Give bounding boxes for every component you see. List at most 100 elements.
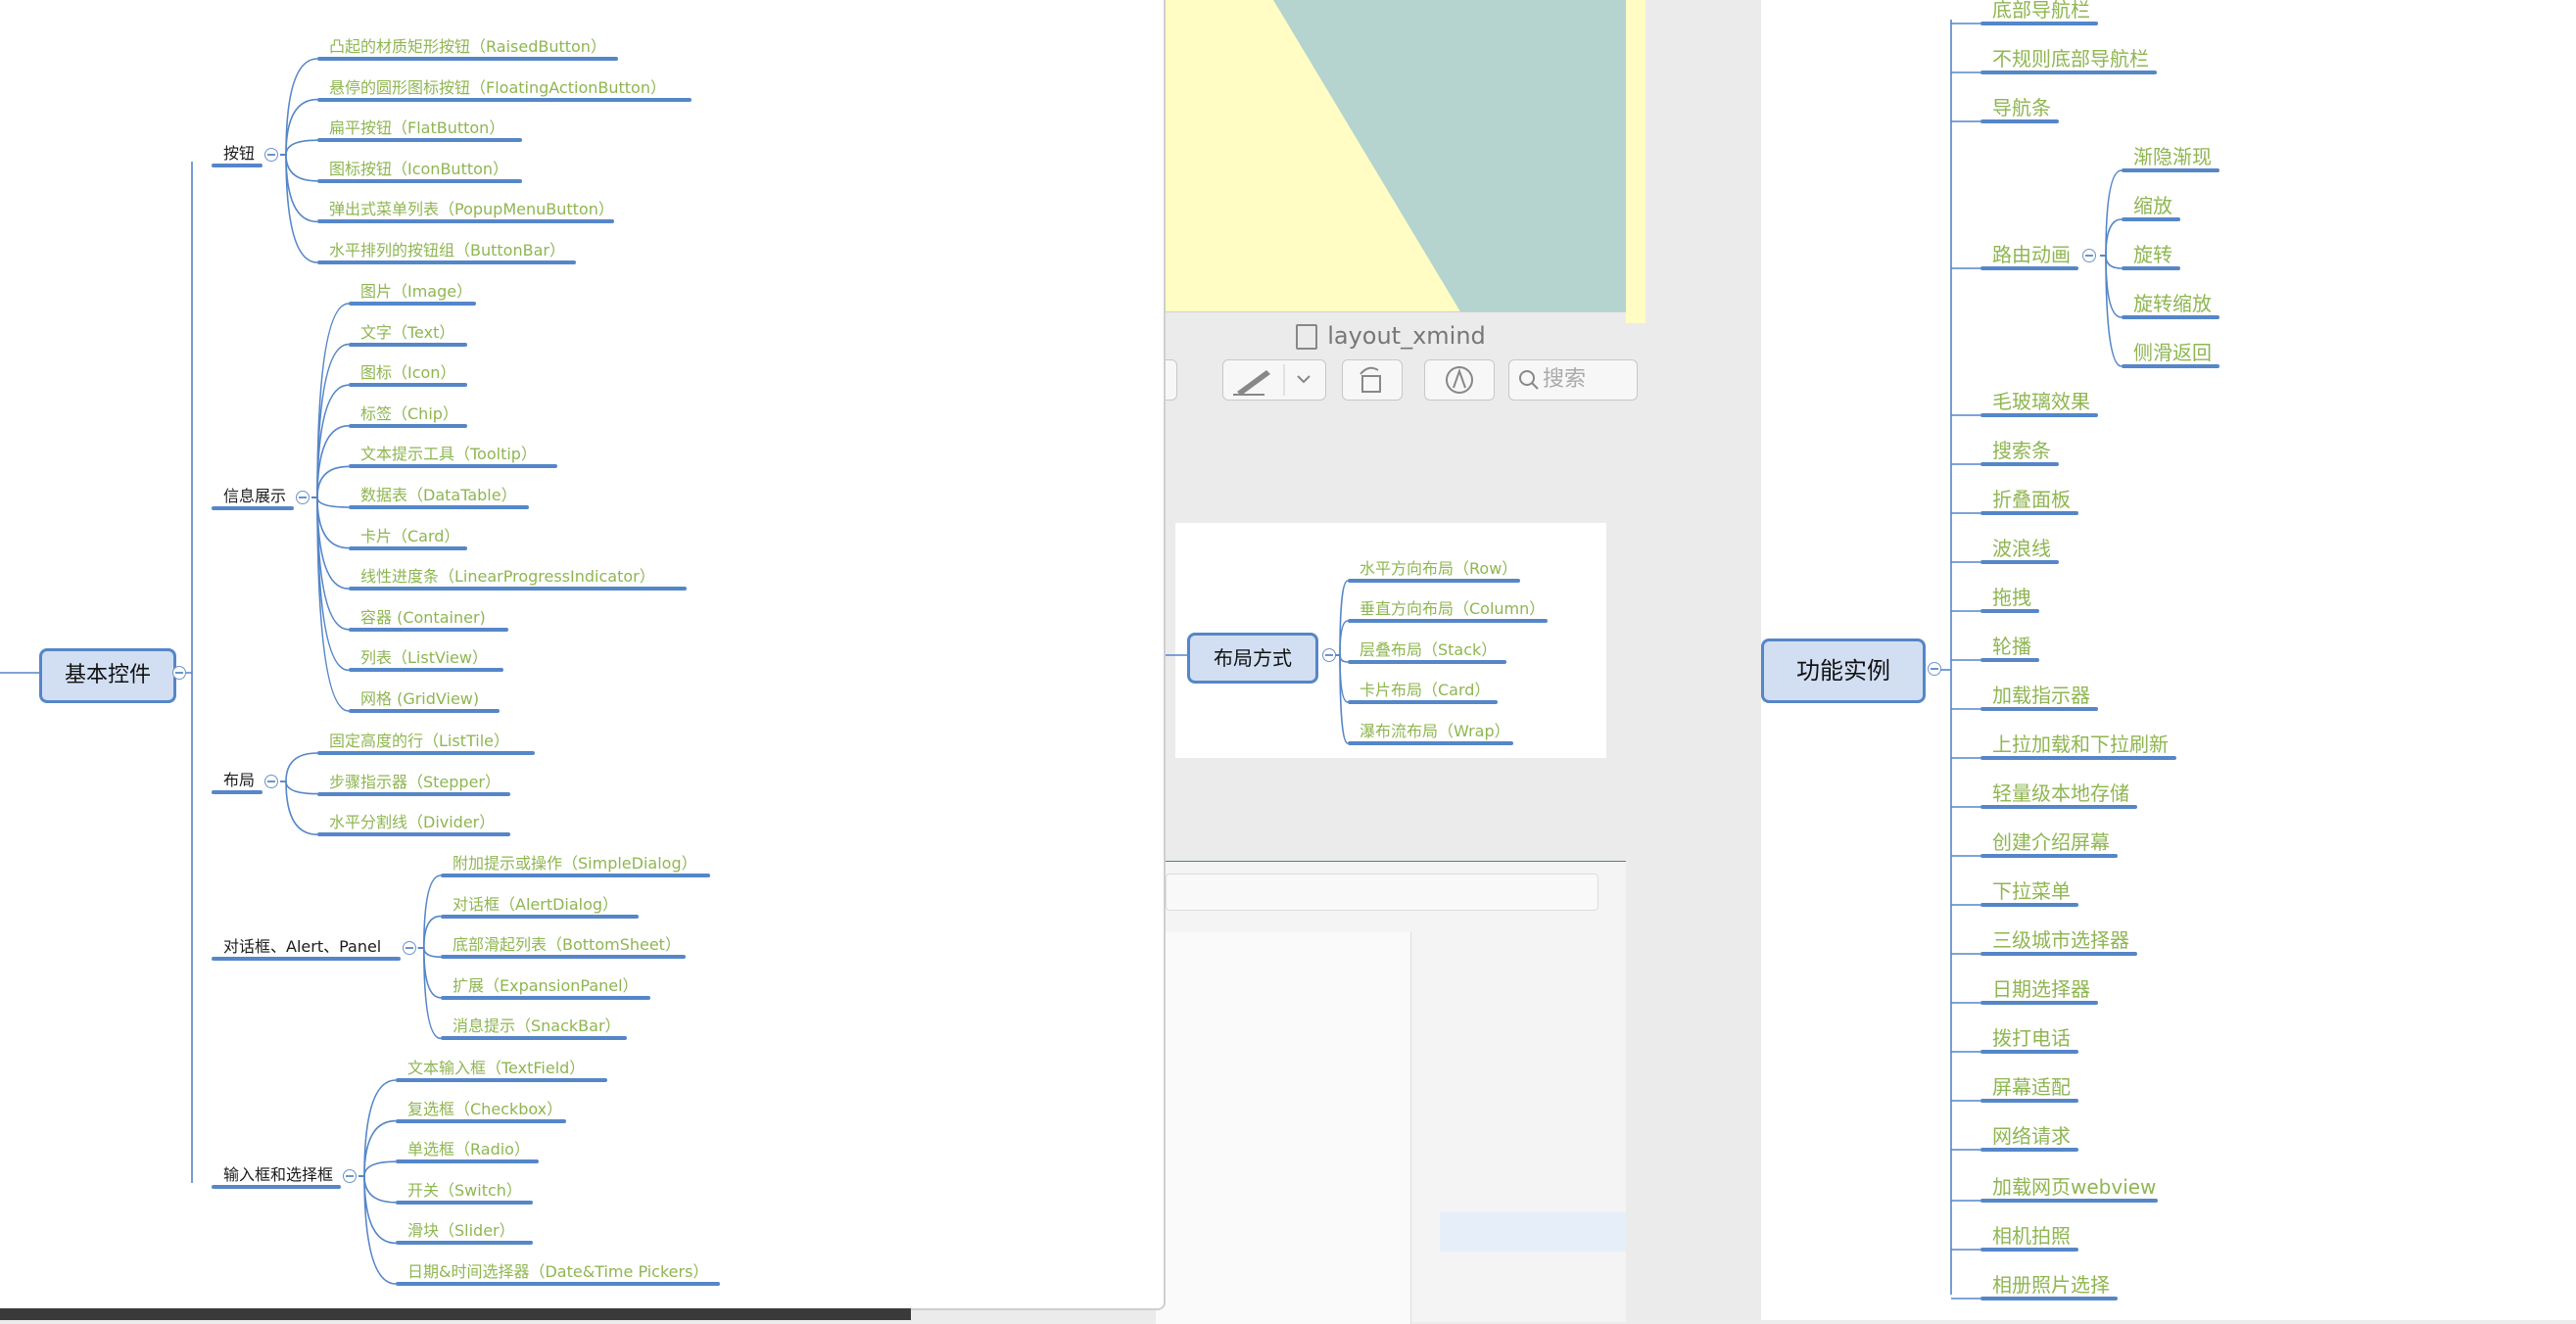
leaf-node[interactable]: 图标（Icon）	[360, 363, 456, 383]
category-node[interactable]: 对话框、Alert、Panel	[223, 937, 382, 956]
node-underline	[1980, 413, 2098, 417]
leaf-node[interactable]: 复选框（Checkbox）	[407, 1099, 563, 1118]
mindmap-window-basic-widgets[interactable]: 基本控件 按钮 凸起的材质矩形按钮（RaisedButton） 悬停的圆形图标按钮（…	[0, 0, 1166, 1310]
leaf-node[interactable]: 列表（ListView）	[360, 648, 488, 668]
leaf-node[interactable]: 线性进度条（LinearProgressIndicator）	[360, 567, 655, 587]
xmind-canvas[interactable]: 布局方式 水平方向布局（Row） 垂直方向布局（Column） 层叠布局（Stack…	[1156, 523, 1606, 758]
leaf-node[interactable]: 数据表（DataTable）	[360, 486, 517, 504]
category-node[interactable]: 输入框和选择框	[223, 1165, 334, 1184]
branch-node-layout[interactable]: 布局方式	[1187, 633, 1318, 684]
leaf-node[interactable]: 文字（Text）	[360, 322, 455, 342]
feature-node[interactable]: 导航条	[1992, 96, 2051, 119]
root-collapse-toggle[interactable]	[1928, 662, 1941, 676]
leaf-node[interactable]: 水平分割线（Divider）	[329, 813, 496, 832]
route-animation-node[interactable]: 渐隐渐现	[2133, 145, 2212, 168]
leaf-node[interactable]: 容器 (Container)	[360, 607, 486, 627]
leaf-node[interactable]: 弹出式菜单列表（PopupMenuButton）	[329, 200, 614, 219]
leaf-node[interactable]: 附加提示或操作（SimpleDialog）	[453, 854, 697, 873]
route-animation-node[interactable]: 旋转	[2133, 243, 2172, 266]
collapse-toggle[interactable]	[2082, 249, 2096, 262]
feature-node[interactable]: 加载指示器	[1992, 684, 2090, 707]
node-underline	[317, 751, 536, 755]
pen-icon	[1233, 364, 1311, 396]
feature-node[interactable]: 拨打电话	[1992, 1026, 2071, 1050]
search-field[interactable]: 搜索	[1508, 359, 1638, 401]
feature-node[interactable]: 上拉加载和下拉刷新	[1992, 733, 2169, 756]
feature-node[interactable]: 相册照片选择	[1992, 1273, 2110, 1297]
feature-node[interactable]: 下拉菜单	[1992, 879, 2071, 903]
connector-curve	[417, 947, 442, 1040]
leaf-node[interactable]: 标签（Chip）	[360, 403, 458, 423]
leaf-node[interactable]: 步骤指示器（Stepper）	[329, 772, 501, 791]
markup-button[interactable]	[1424, 359, 1495, 401]
leaf-node[interactable]: 文本输入框（TextField）	[407, 1059, 586, 1077]
mindmap-window-feature-examples[interactable]: 功能实例 底部导航栏不规则底部导航栏导航条路由动画 渐隐渐现缩放旋转旋转缩放侧滑返…	[1761, 0, 2576, 1320]
category-node[interactable]: 按钮	[223, 144, 256, 163]
leaf-node[interactable]: 消息提示（SnackBar）	[453, 1017, 621, 1036]
feature-node[interactable]: 相机拍照	[1992, 1224, 2071, 1248]
pen-tool-button[interactable]	[1222, 359, 1326, 401]
route-animation-node[interactable]: 侧滑返回	[2133, 341, 2212, 364]
feature-node[interactable]: 搜索条	[1992, 439, 2051, 462]
collapse-toggle[interactable]	[343, 1169, 357, 1183]
route-animation-node[interactable]: 缩放	[2133, 194, 2172, 217]
collapse-toggle[interactable]	[296, 491, 310, 504]
layout-leaf-node[interactable]: 层叠布局（Stack）	[1360, 640, 1498, 659]
layout-leaf-node[interactable]: 瀑布流布局（Wrap）	[1360, 722, 1510, 740]
feature-node[interactable]: 网络请求	[1992, 1124, 2071, 1148]
leaf-node[interactable]: 凸起的材质矩形按钮（RaisedButton）	[329, 37, 606, 56]
node-underline	[396, 1159, 540, 1164]
feature-node[interactable]: 毛玻璃效果	[1992, 390, 2090, 413]
category-node[interactable]: 布局	[223, 771, 256, 789]
collapse-toggle[interactable]	[1322, 648, 1336, 662]
root-node-basic-widgets[interactable]: 基本控件	[39, 648, 176, 703]
route-animation-node[interactable]: 旋转缩放	[2133, 292, 2212, 315]
leaf-node[interactable]: 文本提示工具（Tooltip）	[360, 445, 537, 464]
feature-node[interactable]: 拖拽	[1992, 586, 2031, 609]
node-underline	[1348, 741, 1514, 745]
collapse-toggle[interactable]	[402, 941, 416, 955]
leaf-node[interactable]: 图标按钮（IconButton）	[329, 159, 509, 178]
rotate-button[interactable]	[1342, 359, 1403, 401]
root-collapse-toggle[interactable]	[172, 666, 186, 680]
collapse-toggle[interactable]	[264, 775, 278, 788]
leaf-node[interactable]: 悬停的圆形图标按钮（FloatingActionButton）	[329, 77, 666, 97]
node-underline	[212, 957, 401, 961]
feature-node[interactable]: 底部导航栏	[1992, 0, 2090, 22]
leaf-node[interactable]: 扁平按钮（FlatButton）	[329, 118, 505, 138]
feature-node[interactable]: 波浪线	[1992, 537, 2051, 560]
leaf-node[interactable]: 日期&时间选择器（Date&Time Pickers）	[407, 1262, 709, 1281]
category-node[interactable]: 信息展示	[223, 487, 287, 505]
layout-leaf-node[interactable]: 垂直方向布局（Column）	[1360, 599, 1546, 618]
leaf-node[interactable]: 开关（Switch）	[407, 1180, 522, 1200]
node-underline	[2122, 364, 2219, 368]
xmind-window[interactable]: layout_xmind 搜索 布局方式 水平方向布局（Row）垂直方向布局（C…	[1136, 311, 1638, 861]
feature-node[interactable]: 路由动画	[1992, 243, 2071, 266]
collapse-toggle[interactable]	[264, 148, 278, 162]
feature-node[interactable]: 三级城市选择器	[1992, 928, 2129, 952]
layout-leaf-node[interactable]: 水平方向布局（Row）	[1360, 559, 1518, 578]
leaf-node[interactable]: 卡片（Card）	[360, 526, 460, 545]
leaf-node[interactable]: 底部滑起列表（BottomSheet）	[453, 935, 681, 955]
leaf-node[interactable]: 单选框（Radio）	[407, 1140, 530, 1159]
layout-leaf-node[interactable]: 卡片布局（Card）	[1360, 681, 1491, 699]
selected-row[interactable]	[1440, 1212, 1626, 1252]
feature-node[interactable]: 不规则底部导航栏	[1992, 47, 2149, 71]
feature-node[interactable]: 创建介绍屏幕	[1992, 830, 2110, 854]
leaf-node[interactable]: 滑块（Slider）	[407, 1221, 515, 1241]
feature-node[interactable]: 加载网页webview	[1992, 1175, 2157, 1199]
connector-curve	[358, 1175, 397, 1285]
root-node-feature-examples[interactable]: 功能实例	[1761, 638, 1926, 703]
path-field[interactable]	[1166, 874, 1598, 911]
feature-node[interactable]: 日期选择器	[1992, 977, 2090, 1001]
leaf-node[interactable]: 扩展（ExpansionPanel）	[453, 975, 639, 995]
leaf-node[interactable]: 对话框（AlertDialog）	[453, 894, 619, 914]
feature-node[interactable]: 轮播	[1992, 635, 2031, 658]
feature-node[interactable]: 屏幕适配	[1992, 1075, 2071, 1099]
feature-node[interactable]: 折叠面板	[1992, 488, 2071, 511]
leaf-node[interactable]: 水平排列的按钮组（ButtonBar）	[329, 241, 565, 260]
leaf-node[interactable]: 图片（Image）	[360, 282, 473, 301]
leaf-node[interactable]: 固定高度的行（ListTile）	[329, 732, 509, 750]
feature-node[interactable]: 轻量级本地存储	[1992, 781, 2129, 805]
leaf-node[interactable]: 网格 (GridView)	[360, 689, 480, 708]
